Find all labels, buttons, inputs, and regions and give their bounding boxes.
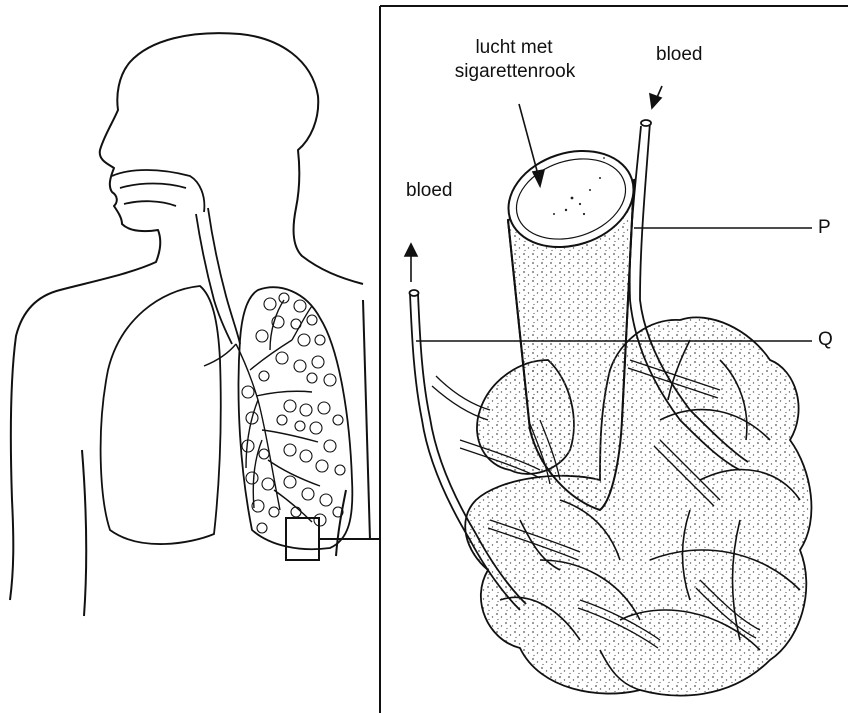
air-label-line2: sigarettenrook — [440, 61, 590, 83]
label-p: P — [818, 217, 831, 239]
blood-out-label: bloed — [406, 180, 453, 202]
air-label-line1: lucht met — [454, 37, 574, 59]
blood-in-label: bloed — [656, 44, 703, 66]
lung-outline-left — [101, 286, 221, 544]
lung-outline-right — [239, 287, 353, 549]
alveolar-sacs — [465, 317, 811, 695]
magnification-box — [286, 518, 319, 560]
alveoli-clusters-small — [242, 293, 345, 533]
label-q: Q — [818, 329, 833, 351]
airway-head — [112, 170, 240, 344]
body-silhouette — [10, 33, 370, 616]
